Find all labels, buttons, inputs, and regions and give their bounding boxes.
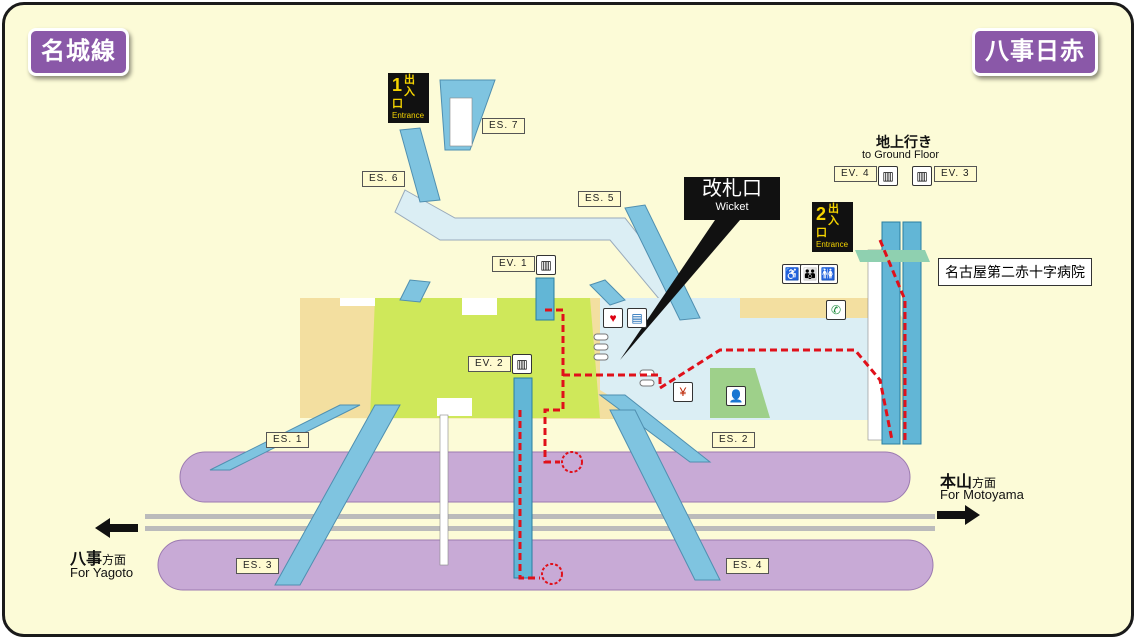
- nursing-room-icon: 👪: [800, 264, 820, 284]
- direction-right-en: For Motoyama: [940, 487, 1024, 502]
- exit-2-number: 2: [816, 204, 827, 224]
- exit-1-en: Entrance: [392, 111, 425, 120]
- small-room-3: [340, 298, 375, 306]
- elevator-icon: ▥: [878, 166, 898, 186]
- elevator-icon: ▥: [912, 166, 932, 186]
- escalators: [209, 79, 721, 586]
- es4-label: ES. 4: [726, 558, 770, 574]
- es5-label: ES. 5: [578, 191, 622, 207]
- ev3-label: EV. 3: [934, 166, 977, 182]
- es2-label: ES. 2: [712, 432, 756, 448]
- line-name-badge: 名城線: [28, 28, 129, 76]
- small-room-1: [462, 298, 497, 315]
- platform-lower: [157, 539, 934, 591]
- ev1-shaft: [535, 277, 555, 321]
- es-top-left: [399, 279, 431, 303]
- platform-upper: [179, 451, 911, 503]
- exit-1-jp: 出入口: [392, 74, 416, 110]
- direction-right-jp: 本山: [940, 474, 973, 491]
- fare-adjustment-icon: ¥: [673, 382, 693, 402]
- wicket-gates: [593, 333, 655, 387]
- exit-1-label: 1 出入口 Entrance: [388, 73, 429, 123]
- ev2-shaft: [513, 377, 533, 579]
- exit-2-jp: 出入口: [816, 203, 840, 239]
- direction-right-jp-sub: 方面: [972, 476, 997, 490]
- es-top-right: [589, 279, 626, 306]
- direction-right: 本山方面: [940, 468, 996, 492]
- route-end-1: [561, 451, 583, 473]
- arrow-left-icon: [95, 518, 138, 538]
- concourse-corridor: [600, 298, 880, 420]
- wicket-jp: 改札口: [702, 178, 762, 200]
- to-ground-jp: 地上行き: [876, 134, 932, 150]
- es3-bar: [274, 404, 401, 586]
- exit-2-label: 2 出入口 Entrance: [812, 202, 853, 252]
- es3-label: ES. 3: [236, 558, 280, 574]
- hospital-label: 名古屋第二赤十字病院: [938, 258, 1092, 286]
- direction-left-jp: 八事: [70, 551, 103, 568]
- ev1-label: EV. 1: [492, 256, 535, 272]
- accessible-route: [518, 239, 907, 580]
- es6-label: ES. 6: [362, 171, 406, 187]
- es4-bar: [609, 409, 721, 581]
- ev-ground-shaft-1: [881, 221, 901, 445]
- restroom-icon: 🚻: [818, 264, 838, 284]
- station-office-icon: 👤: [726, 386, 746, 406]
- direction-left: 八事方面: [70, 545, 126, 569]
- arrow-right-icon: [937, 505, 980, 525]
- elevator-icon: ▥: [536, 255, 556, 275]
- wheelchair-icon: ♿: [782, 264, 802, 284]
- es6-bar: [399, 127, 441, 203]
- track-2: [145, 526, 935, 531]
- exit-1-number: 1: [392, 75, 403, 95]
- es5-bar: [624, 204, 701, 321]
- ev4-label: EV. 4: [834, 166, 877, 182]
- elevator-icon: ▥: [512, 354, 532, 374]
- direction-left-en: For Yagoto: [70, 565, 134, 580]
- ground-connector: [855, 250, 930, 262]
- ticket-machine-icon: ▤: [627, 308, 647, 328]
- telephone-icon: ✆: [826, 300, 846, 320]
- small-room-2: [437, 398, 472, 416]
- exit-2-en: Entrance: [816, 240, 849, 249]
- ev2-label: EV. 2: [468, 356, 511, 372]
- wicket-pointer: [620, 220, 740, 360]
- wicket-label: 改札口 Wicket: [684, 177, 780, 220]
- es7-label: ES. 7: [482, 118, 526, 134]
- direction-left-jp-sub: 方面: [102, 553, 127, 567]
- aed-icon: ♥: [603, 308, 623, 328]
- wicket-en: Wicket: [715, 201, 749, 213]
- ev-ground-shaft-2: [902, 221, 922, 445]
- es1-label: ES. 1: [266, 432, 310, 448]
- to-ground-en: to Ground Floor: [862, 149, 940, 161]
- station-name-badge: 八事日赤: [972, 28, 1098, 76]
- track-1: [145, 514, 935, 519]
- route-end-2: [541, 563, 563, 585]
